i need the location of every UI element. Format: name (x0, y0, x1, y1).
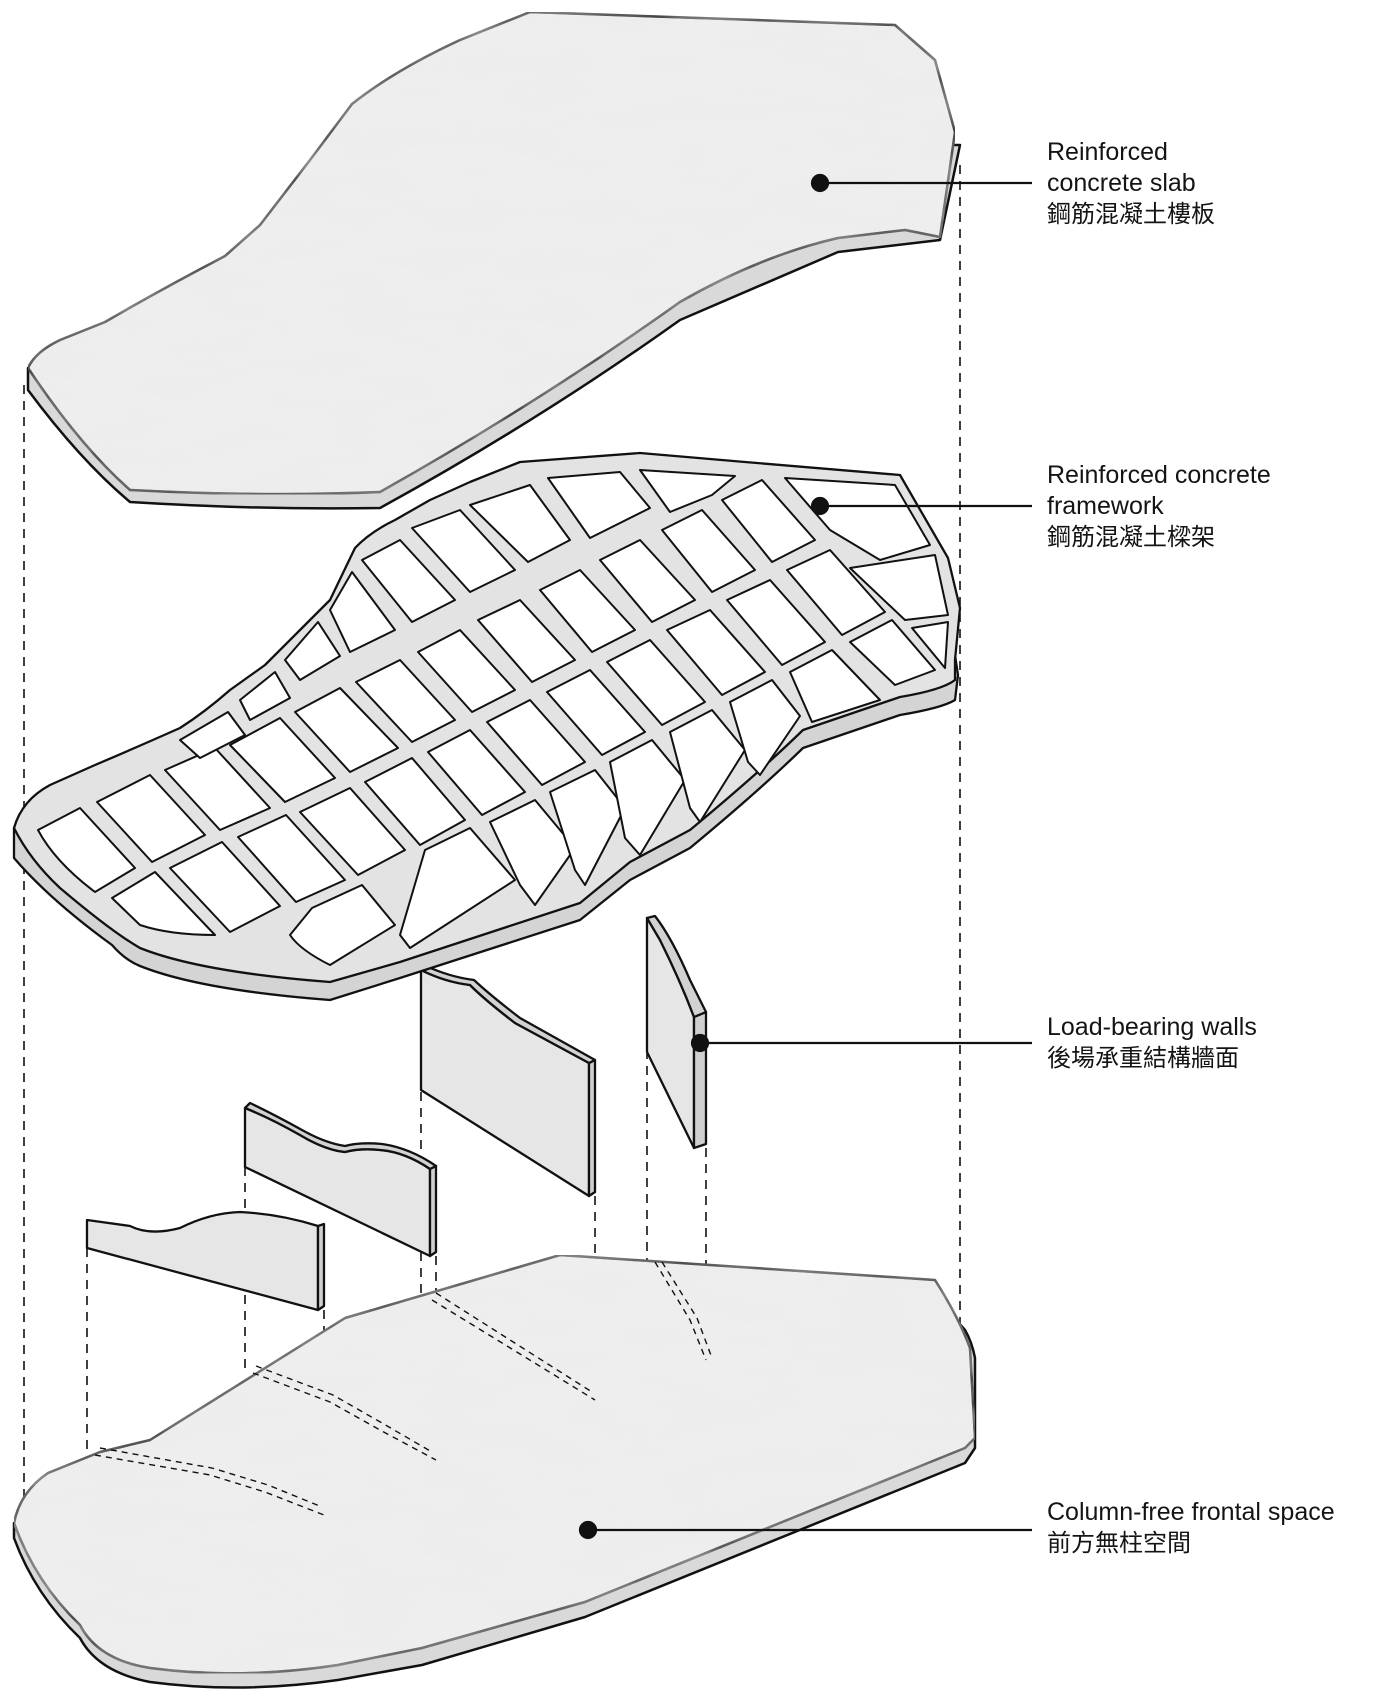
opening (669, 709, 746, 823)
opening (546, 669, 646, 756)
opening (661, 509, 756, 593)
leader-dot-framework (810, 496, 830, 516)
opening (726, 579, 826, 666)
concrete-framework (12, 451, 962, 1002)
opening (606, 639, 706, 726)
floor-slab-top (12, 1253, 977, 1675)
opening (486, 699, 586, 786)
wall-3-face (419, 968, 591, 1198)
opening (111, 871, 216, 936)
wall-3-top-edge (419, 964, 597, 1065)
label-space-line1: Column-free frontal space (1047, 1498, 1335, 1526)
floor-slab (12, 1253, 977, 1689)
opening (666, 609, 766, 696)
opening (289, 884, 396, 966)
wall-4-top-edge (645, 914, 708, 1019)
footprint-wall3 (431, 1299, 596, 1401)
opening (547, 471, 651, 539)
footprint-wall4-b (661, 1261, 713, 1359)
opening (786, 549, 886, 636)
label-framework-line1: Reinforced concrete (1047, 461, 1271, 489)
opening (299, 787, 406, 876)
opening (849, 619, 936, 686)
wall-2 (243, 1101, 438, 1258)
label-load-bearing-walls: Load-bearing walls 後場承重結構牆面 (1047, 1012, 1257, 1074)
wall-4 (645, 914, 708, 1150)
opening (399, 827, 516, 949)
footprint-wall3-b (435, 1292, 593, 1393)
opening (469, 484, 571, 563)
label-slab-line1: Reinforced (1047, 138, 1168, 166)
label-framework-zh: 鋼筋混凝土樑架 (1047, 523, 1215, 551)
opening (96, 774, 206, 863)
leader-dot-space (578, 1520, 598, 1540)
opening (489, 799, 576, 906)
label-reinforced-concrete-slab: Reinforced concrete slab 鋼筋混凝土樓板 (1047, 137, 1215, 230)
load-bearing-walls (85, 914, 708, 1312)
opening (229, 717, 336, 803)
footprint-wall4 (654, 1261, 707, 1361)
wall-1-face (85, 1210, 320, 1312)
label-walls-zh: 後場承重結構牆面 (1047, 1044, 1239, 1072)
wall-3 (419, 964, 597, 1198)
opening (639, 469, 736, 513)
label-framework-line2: framework (1047, 492, 1164, 520)
opening (239, 671, 291, 721)
opening (411, 509, 516, 593)
wall-2-side (428, 1164, 438, 1258)
label-reinforced-concrete-framework: Reinforced concrete framework 鋼筋混凝土樑架 (1047, 460, 1271, 553)
wall-3-side (587, 1058, 597, 1198)
opening (789, 649, 881, 723)
opening (169, 841, 281, 933)
opening (721, 479, 816, 563)
footprint-wall1 (94, 1454, 325, 1516)
wall-1 (85, 1210, 326, 1312)
leader-dot-walls (690, 1033, 710, 1053)
wall-footprints (94, 1261, 713, 1516)
footprint-wall1-b (99, 1447, 323, 1508)
leader-lines (578, 173, 1032, 1540)
opening (911, 621, 949, 669)
roof-slab (26, 10, 962, 510)
opening (849, 554, 949, 621)
wall-4-side (692, 1010, 708, 1150)
opening (364, 757, 466, 846)
opening (361, 539, 456, 623)
footprint-wall2 (252, 1372, 437, 1461)
opening (729, 679, 801, 776)
leader-dot-slab (810, 173, 830, 193)
roof-slab-top (26, 10, 957, 496)
wall-2-top-edge (243, 1101, 438, 1171)
opening (599, 539, 696, 623)
opening (179, 711, 246, 759)
opening (284, 621, 341, 681)
opening (549, 769, 626, 886)
footprint-wall2-b (255, 1365, 433, 1453)
opening (427, 729, 526, 816)
opening (477, 599, 576, 683)
label-slab-line2: concrete slab (1047, 169, 1196, 197)
opening (417, 629, 516, 713)
label-walls-line1: Load-bearing walls (1047, 1013, 1257, 1041)
opening (609, 739, 686, 856)
label-space-zh: 前方無柱空間 (1047, 1529, 1191, 1557)
label-slab-zh: 鋼筋混凝土樓板 (1047, 200, 1215, 228)
opening (355, 659, 456, 743)
opening (237, 814, 346, 903)
wall-1-side (316, 1222, 326, 1312)
label-column-free-frontal-space: Column-free frontal space 前方無柱空間 (1047, 1497, 1335, 1559)
opening (294, 687, 399, 773)
opening (37, 807, 136, 893)
opening (539, 569, 636, 653)
opening (329, 571, 396, 653)
